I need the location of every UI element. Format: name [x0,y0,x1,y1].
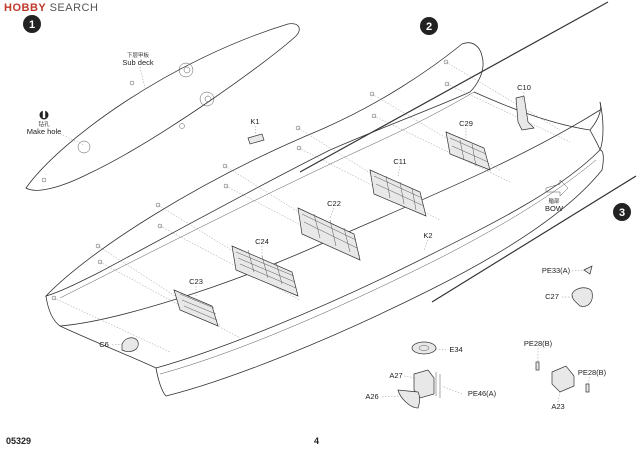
sub-deck-part [25,23,300,191]
label-c22: C22 [327,199,341,208]
part-c6 [121,337,139,352]
watermark-rest: SEARCH [49,2,99,14]
bow-arrow-icon [545,179,569,197]
part-c24 [231,245,299,297]
label-c27: C27 [545,292,559,301]
label-k1: K1 [250,117,259,126]
label-e34: E34 [449,345,462,354]
part-c23 [173,289,219,327]
drill-icon [39,110,49,120]
label-c24: C24 [255,237,269,246]
label-pe28b-2: PE28(B) [578,368,607,377]
make-hole-label-en: Make hole [27,127,62,136]
label-c23: C23 [189,277,203,286]
step-3-marker: 3 [613,203,631,221]
svg-text:2: 2 [426,21,432,33]
label-c6: C6 [99,340,109,349]
part-e34 [411,341,437,355]
label-a27: A27 [389,371,402,380]
part-c10 [515,95,535,131]
label-c11: C11 [393,157,406,166]
label-c10: C10 [517,83,531,92]
part-c29 [445,131,491,171]
label-pe28b-1: PE28(B) [524,339,553,348]
step-2-marker: 2 [420,17,438,35]
label-pe33a: PE33(A) [542,266,571,275]
watermark-logo: HOBBY SEARCH [4,2,98,14]
part-c27 [571,287,593,307]
bow-label-cn: 艏部 [548,197,560,205]
sub-deck-label-cn: 下层甲板 [127,51,150,59]
page-number: 4 [314,436,320,446]
divider-1-2 [299,1,609,173]
part-c22 [297,207,361,261]
watermark-brand: HOBBY [4,2,47,14]
sub-deck-label-en: Sub deck [122,58,154,67]
label-k2: K2 [423,231,432,240]
part-c11 [369,169,427,217]
part-pe33a [583,265,593,275]
svg-text:1: 1 [29,19,35,31]
bow-label-en: BOW [545,204,564,213]
pin-guides [51,59,571,353]
label-c29: C29 [459,119,473,128]
svg-text:3: 3 [619,207,625,219]
part-a27-a26-assembly [397,369,441,409]
step-1-marker: 1 [23,15,41,33]
part-k1 [247,133,265,145]
label-a26: A26 [365,392,378,401]
label-a23: A23 [551,402,564,411]
label-pe46a: PE46(A) [468,389,497,398]
make-hole-label-cn: 钻孔 [38,120,50,128]
product-code: 05329 [6,436,32,446]
divider-2-3 [431,175,637,303]
part-a23-assembly [535,361,590,393]
